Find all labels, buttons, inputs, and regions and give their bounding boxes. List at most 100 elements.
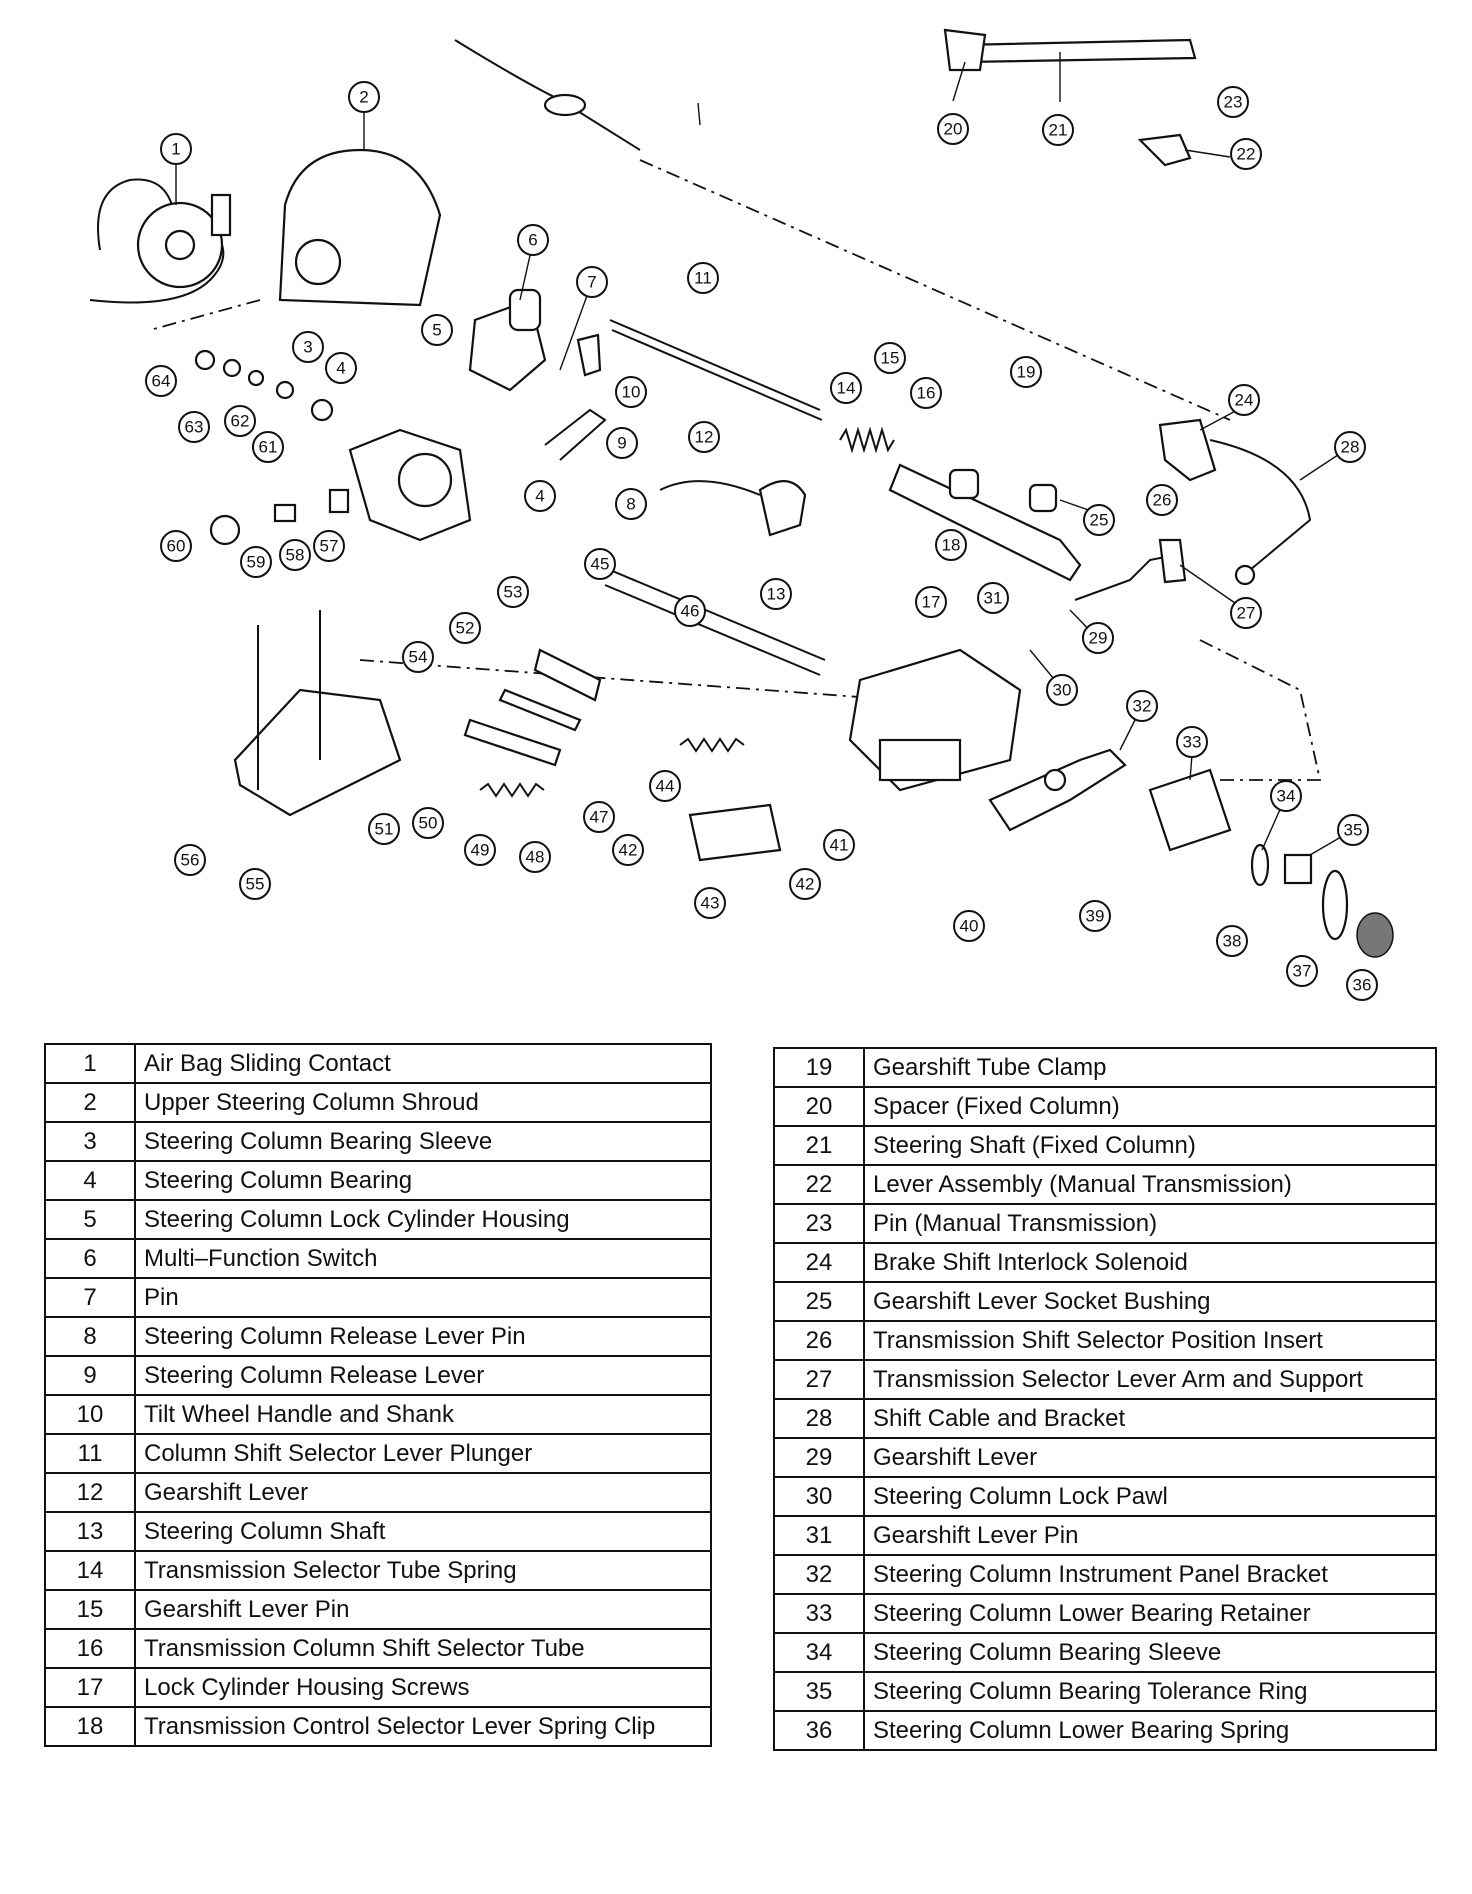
part-number: 3 (44, 1121, 136, 1162)
part-description: Steering Column Bearing (134, 1160, 712, 1201)
svg-text:20: 20 (944, 120, 963, 139)
part-number: 11 (44, 1433, 136, 1474)
svg-text:60: 60 (167, 537, 186, 556)
callout-4b: 4 (524, 480, 556, 512)
svg-text:17: 17 (922, 593, 941, 612)
callout-24: 24 (1228, 384, 1260, 416)
lower-bearing-spring (1356, 912, 1394, 958)
callout-43: 43 (694, 887, 726, 919)
part-number: 5 (44, 1199, 136, 1240)
bearing-washer (1321, 869, 1349, 941)
callout-32: 32 (1126, 690, 1158, 722)
callout-54: 54 (402, 641, 434, 673)
bearing-sleeve-34 (1250, 843, 1270, 887)
part-number: 10 (44, 1394, 136, 1435)
svg-text:50: 50 (419, 814, 438, 833)
callout-29: 29 (1082, 622, 1114, 654)
callout-44: 44 (649, 770, 681, 802)
cable-top (454, 39, 641, 151)
part-number: 6 (44, 1238, 136, 1279)
callout-1: 1 (160, 133, 192, 165)
lock-actuator-rack (463, 718, 562, 767)
part-number: 18 (44, 1706, 136, 1747)
lock-lever (498, 688, 582, 732)
svg-text:8: 8 (626, 495, 635, 514)
callout-49: 49 (464, 834, 496, 866)
callout-37: 37 (1286, 955, 1318, 987)
callout-46: 46 (674, 595, 706, 627)
part-description: Transmission Shift Selector Position Ins… (863, 1320, 1437, 1361)
part-description: Steering Column Lower Bearing Retainer (863, 1593, 1437, 1634)
callout-60: 60 (160, 530, 192, 562)
part-description: Tilt Wheel Handle and Shank (134, 1394, 712, 1435)
spring-49 (479, 782, 545, 798)
part-description: Lever Assembly (Manual Transmission) (863, 1164, 1437, 1205)
part-number: 1 (44, 1043, 136, 1084)
svg-text:56: 56 (181, 851, 200, 870)
part-description: Steering Column Lower Bearing Spring (863, 1710, 1437, 1751)
socket-bushing-25 (1028, 483, 1058, 513)
svg-text:9: 9 (617, 434, 626, 453)
callout-41: 41 (823, 829, 855, 861)
socket-bushing (948, 468, 980, 500)
svg-text:12: 12 (695, 428, 714, 447)
svg-text:11: 11 (694, 269, 712, 288)
part-59 (273, 503, 297, 523)
svg-text:62: 62 (231, 412, 250, 431)
callout-13: 13 (760, 578, 792, 610)
shroud-knob (294, 238, 342, 286)
callout-4: 4 (325, 352, 357, 384)
selector-arm (1074, 554, 1176, 601)
part-number: 4 (44, 1160, 136, 1201)
part-description: Steering Shaft (Fixed Column) (863, 1125, 1437, 1166)
part-description: Pin (Manual Transmission) (863, 1203, 1437, 1244)
lower-bearing-retainer (1148, 768, 1232, 852)
callout-50: 50 (412, 807, 444, 839)
svg-text:29: 29 (1089, 629, 1108, 648)
callout-58: 58 (279, 539, 311, 571)
callout-52: 52 (449, 612, 481, 644)
part-description: Gearshift Lever (134, 1472, 712, 1513)
callout-59: 59 (240, 546, 272, 578)
part-number: 20 (773, 1086, 865, 1127)
part-number: 12 (44, 1472, 136, 1513)
part-description: Gearshift Lever Pin (134, 1589, 712, 1630)
cable-grommet (543, 93, 587, 117)
centerline (1199, 639, 1322, 781)
svg-text:54: 54 (409, 648, 428, 667)
svg-text:61: 61 (259, 438, 278, 457)
svg-text:5: 5 (432, 321, 441, 340)
svg-text:14: 14 (837, 379, 856, 398)
callout-34: 34 (1270, 780, 1302, 812)
part-number: 33 (773, 1593, 865, 1634)
airbag-connector (210, 193, 232, 237)
shift-plunger (611, 329, 823, 421)
tilt-handle (576, 333, 602, 377)
callout-63: 63 (178, 411, 210, 443)
callout-group: 1 2 3 4 4 5 6 7 8 9 10 11 12 13 14 15 16… (145, 81, 1378, 1001)
svg-text:31: 31 (984, 589, 1003, 608)
svg-text:45: 45 (591, 555, 610, 574)
callout-15: 15 (874, 342, 906, 374)
airbag-wire (89, 239, 225, 304)
part-description: Brake Shift Interlock Solenoid (863, 1242, 1437, 1283)
callout-14: 14 (830, 372, 862, 404)
switch-stalk (508, 288, 542, 332)
